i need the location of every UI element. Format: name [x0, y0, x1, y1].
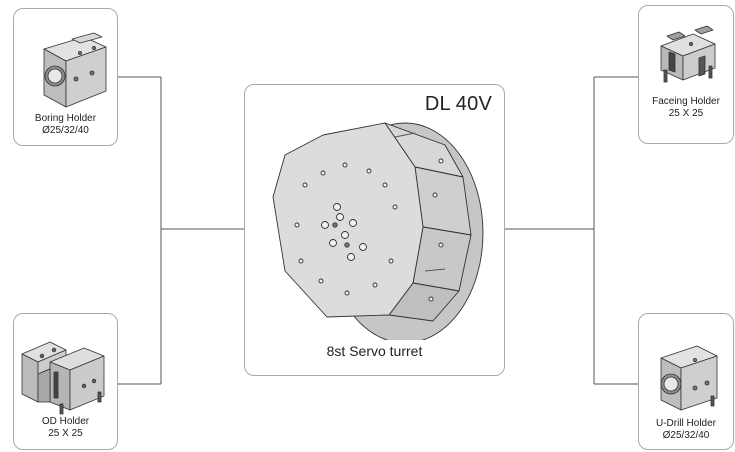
boring-holder-illustration-icon	[43, 32, 107, 108]
turret-card: DL 40V	[244, 84, 505, 376]
od-holder-label: OD Holder	[41, 416, 90, 427]
boring-holder-label: Boring Holder	[34, 113, 97, 124]
od-holder-illustration-icon	[21, 341, 105, 415]
udrill-holder-size: Ø25/32/40	[662, 430, 710, 441]
faceing-holder-illustration-icon	[660, 25, 716, 83]
od-holder-card: OD Holder 25 X 25	[13, 313, 118, 450]
boring-holder-size: Ø25/32/40	[42, 125, 89, 136]
boring-holder-card: Boring Holder Ø25/32/40	[13, 8, 118, 146]
udrill-holder-illustration-icon	[660, 345, 718, 411]
faceing-holder-label: Faceing Holder	[652, 96, 720, 107]
turret-caption: 8st Servo turret	[326, 343, 423, 359]
faceing-holder-card: Faceing Holder 25 X 25	[638, 5, 734, 144]
od-holder-size: 25 X 25	[48, 428, 83, 439]
faceing-holder-size: 25 X 25	[668, 108, 704, 119]
turret-model-title: DL 40V	[424, 93, 492, 115]
udrill-holder-label: U-Drill Holder	[655, 418, 716, 429]
udrill-holder-card: U-Drill Holder Ø25/32/40	[638, 313, 734, 450]
turret-illustration-icon	[272, 122, 484, 340]
